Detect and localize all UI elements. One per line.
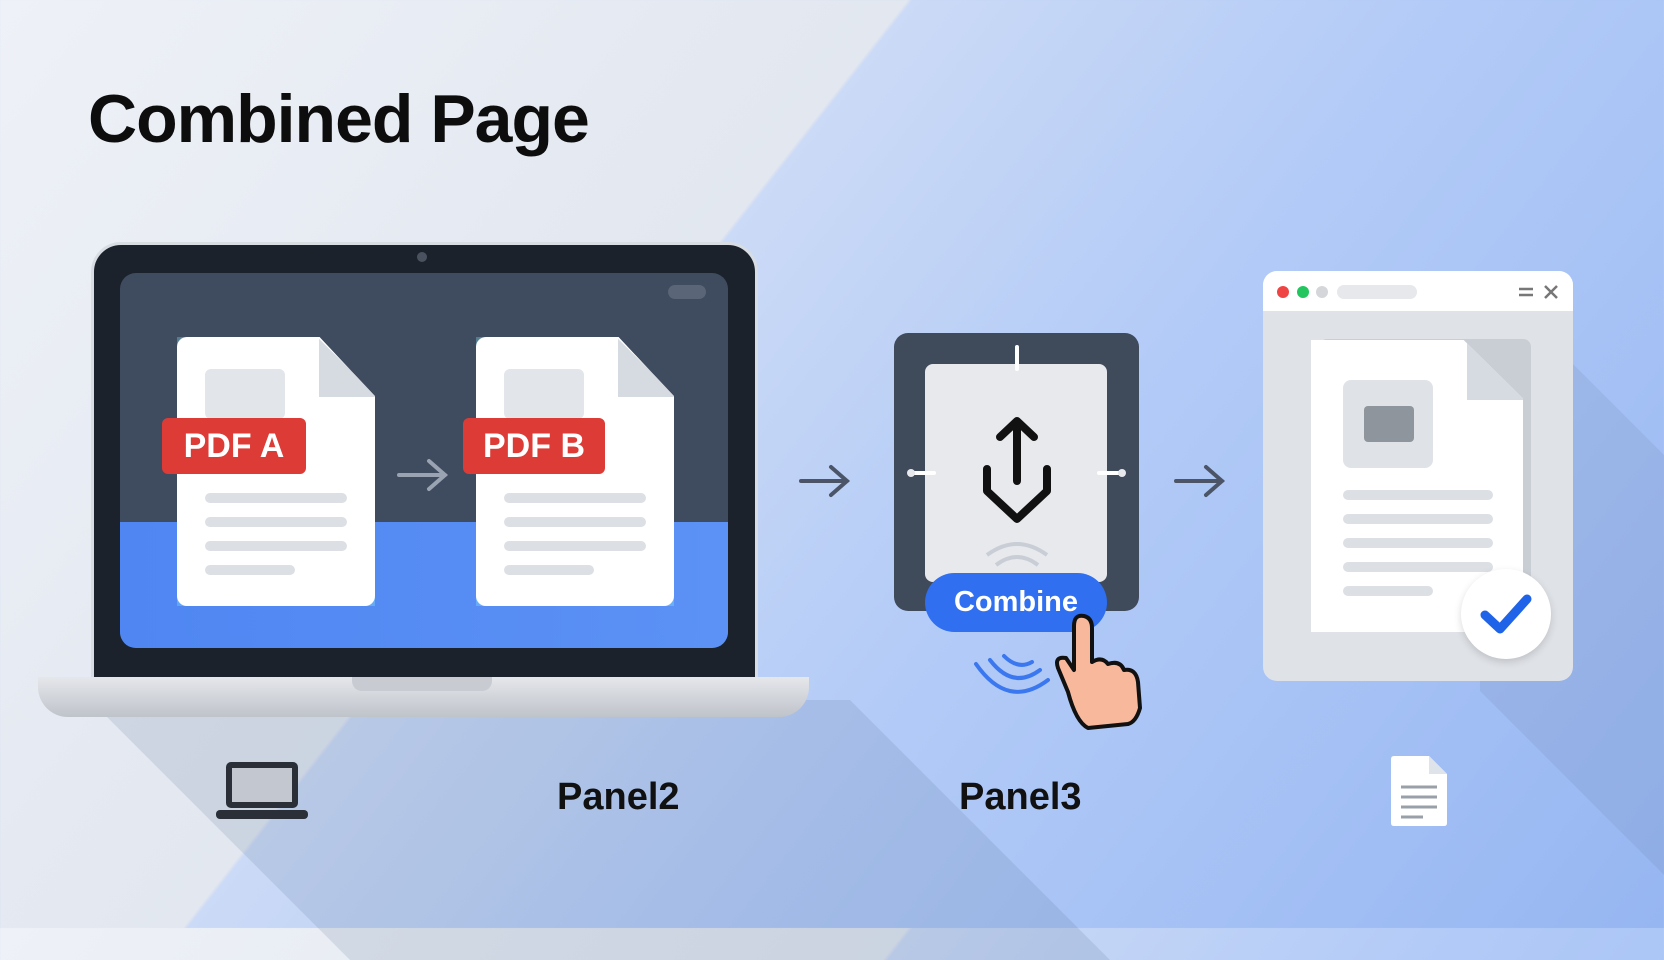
merged-document[interactable]: [1311, 340, 1523, 632]
laptop-notch: [352, 677, 492, 691]
hand-pointer-icon: [1055, 613, 1142, 730]
tap-waves-icon: [974, 654, 1050, 694]
laptop-shadow: [90, 700, 1110, 960]
window-titlebar: [1263, 271, 1573, 311]
checkmark-icon: [1480, 594, 1532, 634]
panel3-label: Panel3: [959, 776, 1082, 818]
document-icon: [1391, 756, 1447, 826]
address-bar: [1337, 285, 1417, 299]
minimize-dot[interactable]: [1316, 286, 1328, 298]
laptop-camera: [417, 252, 427, 262]
close-dot[interactable]: [1277, 286, 1289, 298]
laptop-icon: [216, 762, 308, 819]
pdf-b-label: PDF B: [463, 418, 605, 474]
merge-icon: [907, 345, 1126, 567]
arrow-right-icon: [397, 459, 449, 491]
maximize-dot[interactable]: [1297, 286, 1309, 298]
arrow-right-icon: [799, 465, 851, 497]
panel2-label: Panel2: [557, 776, 680, 818]
image-placeholder-icon: [1343, 380, 1433, 468]
pdf-a-label: PDF A: [162, 418, 306, 474]
arrow-right-icon: [1174, 465, 1226, 497]
page-title: Combined Page: [88, 81, 590, 157]
success-check-badge: [1461, 569, 1551, 659]
window-controls-icon[interactable]: [1517, 283, 1561, 301]
